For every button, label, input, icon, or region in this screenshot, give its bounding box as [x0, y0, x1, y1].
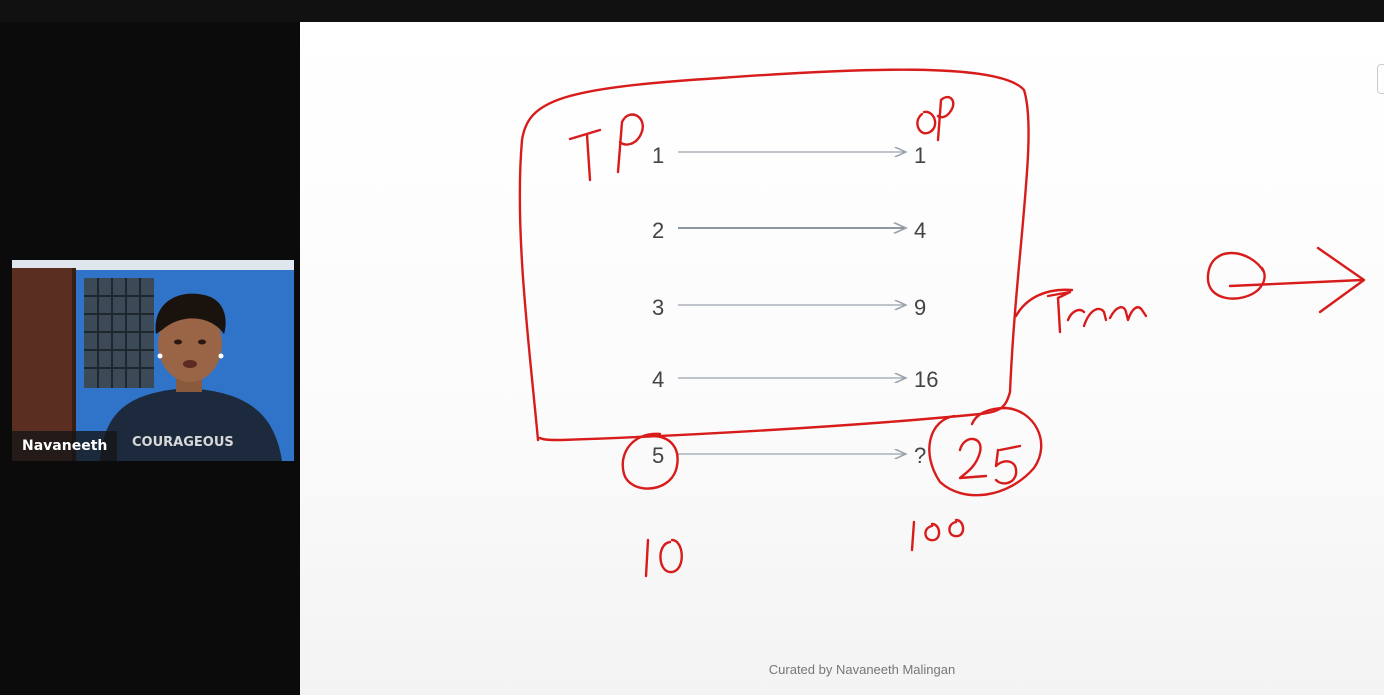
output-value-4: 16: [914, 367, 938, 392]
output-value-1: 1: [914, 143, 926, 168]
train-word: [1048, 292, 1146, 332]
mapping-row-5: 5 ?: [652, 443, 926, 468]
model-circle: [1208, 253, 1265, 299]
ink-digit-1a: [646, 540, 648, 576]
ink-digit-5: [996, 446, 1020, 483]
output-value-3: 9: [914, 295, 926, 320]
slide-edge-control: [1377, 64, 1384, 94]
ink-digit-2: [960, 439, 986, 478]
ink-digit-0a: [660, 540, 681, 572]
ink-letter-p2: [938, 97, 953, 140]
ink-digit-1b: [912, 522, 914, 550]
mapping-row-1: 1 1: [652, 143, 926, 168]
shirt-print: COURAGEOUS: [132, 435, 234, 450]
ink-letter-p: [618, 115, 643, 172]
slide-footer: Curated by Navaneeth Malingan: [300, 662, 1384, 677]
participant-video-tile[interactable]: COURAGEOUS Navaneeth: [12, 260, 294, 461]
model-arrow-line: [1230, 280, 1362, 286]
input-5-circle: [623, 434, 678, 489]
slide-canvas: 1 1 2 4 3 9 4 16 5 ?: [300, 22, 1384, 695]
input-value-2: 2: [652, 218, 664, 243]
output-value-5: ?: [914, 443, 926, 468]
mapping-row-3: 3 9: [652, 295, 926, 320]
ink-digit-0c: [949, 520, 963, 536]
mapping-row-2: 2 4: [652, 218, 926, 243]
ink-digit-0b: [925, 524, 939, 540]
ink-letter-o: [917, 112, 935, 133]
input-value-4: 4: [652, 367, 664, 392]
input-value-1: 1: [652, 143, 664, 168]
ink-letter-i: [570, 130, 600, 180]
mapping-row-4: 4 16: [652, 367, 938, 392]
input-value-5: 5: [652, 443, 664, 468]
answer-circle: [929, 408, 1041, 495]
training-set-box: [520, 70, 1029, 440]
input-value-3: 3: [652, 295, 664, 320]
output-value-2: 4: [914, 218, 926, 243]
shared-slide: 1 1 2 4 3 9 4 16 5 ?: [300, 22, 1384, 695]
window-top-strip: [0, 0, 1384, 22]
participant-name-label: Navaneeth: [12, 431, 117, 461]
ink-annotations: [520, 70, 1364, 576]
